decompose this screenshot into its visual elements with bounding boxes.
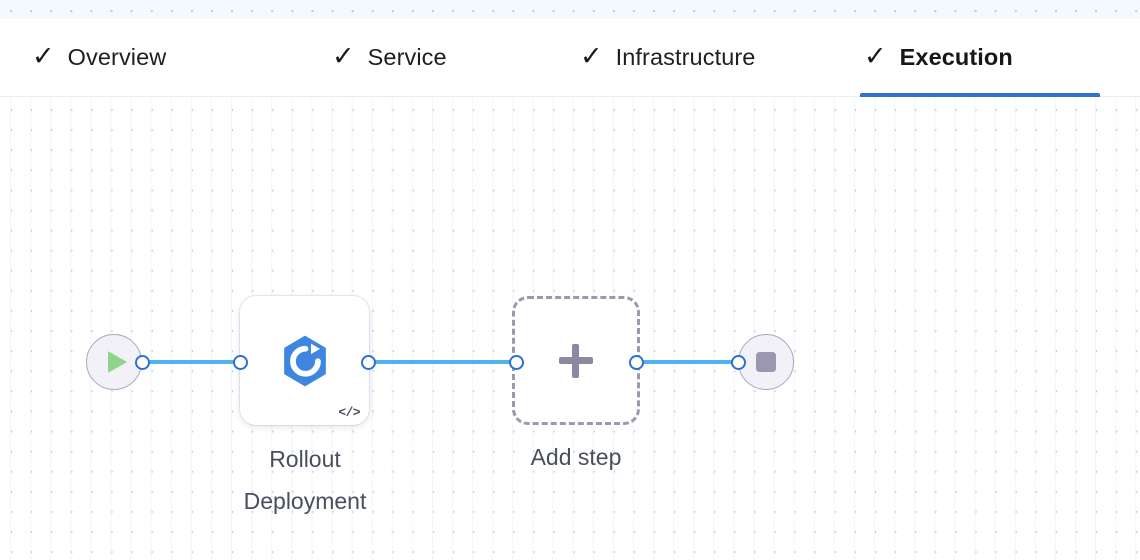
- tab-service[interactable]: ✓ Service: [328, 19, 451, 97]
- port-addstep-input[interactable]: [509, 355, 524, 370]
- check-icon: ✓: [32, 40, 55, 71]
- tab-execution-label: Execution: [899, 44, 1013, 71]
- step-node-rollout-deployment[interactable]: </>: [240, 296, 369, 425]
- add-step-button[interactable]: [512, 296, 640, 425]
- tab-infrastructure-label: Infrastructure: [615, 44, 756, 71]
- play-icon: [107, 351, 127, 373]
- tab-execution[interactable]: ✓ Execution: [860, 19, 1100, 97]
- port-end-input[interactable]: [731, 355, 746, 370]
- port-addstep-output[interactable]: [629, 355, 644, 370]
- plus-icon: [559, 343, 593, 378]
- edge-start-to-rollout[interactable]: [138, 360, 246, 364]
- pipeline-end-node[interactable]: [738, 334, 794, 390]
- edge-rollout-to-addstep[interactable]: [364, 360, 522, 364]
- port-rollout-input[interactable]: [233, 355, 248, 370]
- edge-addstep-to-end[interactable]: [632, 360, 742, 364]
- step-node-label: Rollout Deployment: [243, 446, 367, 514]
- tab-active-underline: [860, 93, 1100, 97]
- tab-infrastructure[interactable]: ✓ Infrastructure: [576, 19, 759, 97]
- canvas-top-sliver: [0, 0, 1140, 19]
- rollout-deployment-icon: [276, 332, 334, 390]
- tab-overview[interactable]: ✓ Overview: [28, 19, 170, 97]
- stop-icon: [756, 352, 776, 372]
- pipeline-canvas[interactable]: </> Rollout Deployment Add step: [0, 98, 1140, 560]
- tab-overview-label: Overview: [67, 44, 167, 71]
- check-icon: ✓: [332, 40, 355, 71]
- check-icon: ✓: [864, 40, 887, 71]
- add-step-label: Add step: [530, 444, 622, 470]
- port-start-output[interactable]: [135, 355, 150, 370]
- check-icon: ✓: [580, 40, 603, 71]
- code-badge-icon: </>: [338, 405, 360, 420]
- pipeline-stage-tabbar: ✓ Overview ✓ Service ✓ Infrastructure ✓ …: [0, 19, 1140, 97]
- port-rollout-output[interactable]: [361, 355, 376, 370]
- pipeline-start-node[interactable]: [86, 334, 142, 390]
- tab-service-label: Service: [367, 44, 447, 71]
